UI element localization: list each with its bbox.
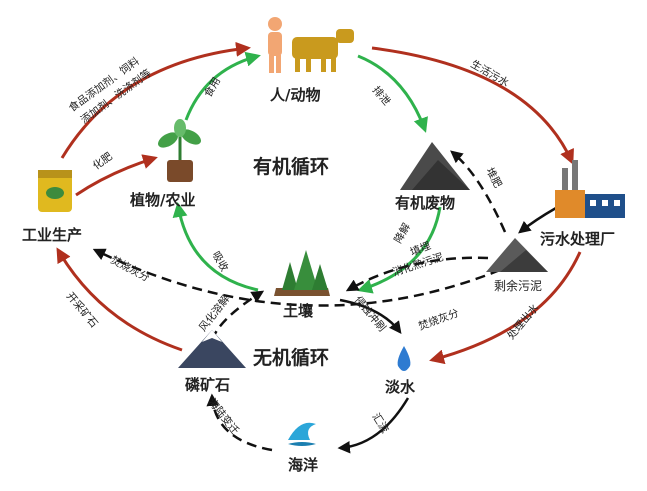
arrow-soil-to-plants (172, 202, 259, 292)
label-ash-left: 焚烧灰分 (109, 253, 153, 284)
red-arrows (56, 41, 582, 365)
arrow-plants-to-human (184, 51, 261, 121)
wave-icon (288, 422, 316, 446)
label-mining: 开采矿石 (64, 290, 101, 331)
arrow-human-to-sewage-plant (371, 46, 574, 165)
node-sewage-plant: 污水处理厂 (540, 230, 615, 248)
label-ash-right: 焚烧灰分 (417, 306, 461, 333)
node-soil: 土壤 (283, 302, 314, 320)
arrow-human-to-organic-waste (357, 54, 428, 133)
label-effluent: 处理出水 (504, 301, 541, 342)
arrow-freshwater-to-ocean (337, 397, 410, 454)
label-excretion: 排泄 (370, 84, 394, 109)
trees-icon (274, 250, 330, 296)
arrow-phosphate-to-industry (56, 247, 183, 352)
node-organic-waste: 有机废物 (395, 194, 455, 212)
organic-waste-icon (400, 142, 470, 190)
arrow-sewage-plant-to-freshwater (429, 251, 582, 365)
water-drop-icon (397, 346, 411, 371)
arrow-sludge-to-organic-waste (450, 150, 507, 233)
node-freshwater: 淡水 (385, 378, 416, 396)
label-compost: 堆肥 (483, 166, 504, 191)
node-plants: 植物/农业 (130, 191, 195, 209)
sludge-pile-icon (486, 238, 548, 272)
arrow-sludge-to-soil (345, 256, 489, 292)
human-icon (268, 17, 282, 73)
fertilizer-bag-icon (38, 170, 72, 212)
label-degradation: 降解 (391, 220, 413, 245)
factory-icon (555, 160, 625, 218)
arrow-industry-to-plants (75, 154, 158, 197)
arrow-soil-to-freshwater (339, 298, 402, 334)
inorganic-cycle-label: 无机循环 (253, 346, 329, 369)
label-leaching: 侵蚀冲刷 (352, 294, 389, 335)
cow-icon (292, 29, 354, 72)
label-fertilizer: 化肥 (90, 149, 115, 172)
green-arrows (172, 51, 442, 294)
arrow-sewage-plant-to-sludge (518, 206, 557, 234)
node-ocean: 海洋 (288, 456, 318, 474)
organic-cycle-label: 有机循环 (253, 155, 329, 178)
plant-icon (158, 119, 201, 182)
node-industry: 工业生产 (22, 226, 82, 244)
node-human-animal: 人/动物 (270, 86, 320, 104)
arrow-organic-waste-to-soil (357, 206, 442, 294)
label-sea-land: 海陆变迁 (206, 396, 242, 437)
label-weathering: 风化溶解 (196, 292, 232, 333)
node-phosphate-rock: 磷矿石 (185, 376, 230, 394)
arrow-sludge-to-ash-left (92, 248, 501, 307)
arrow-industry-to-human (60, 41, 251, 159)
mountain-icon (178, 330, 246, 368)
node-residual-sludge: 剩余污泥 (494, 278, 542, 293)
